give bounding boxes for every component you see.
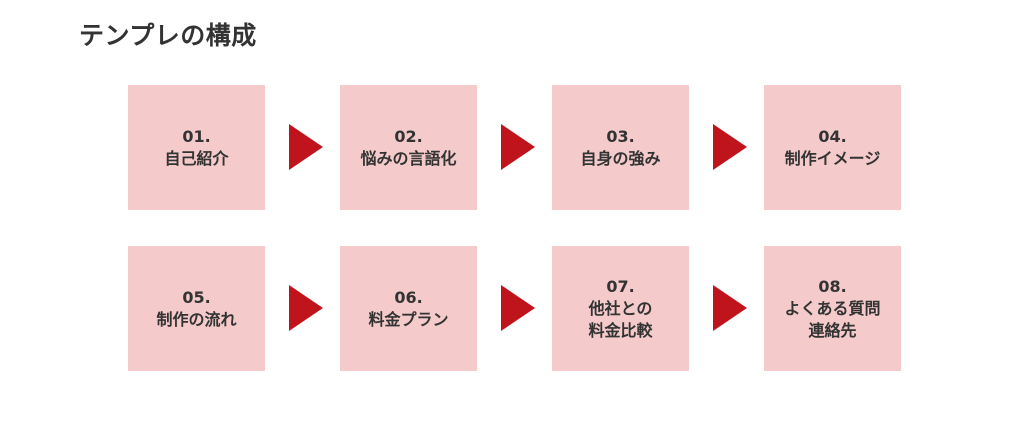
step-card-01: 01. 自己紹介 [128, 85, 265, 210]
step-card-07: 07. 他社との 料金比較 [552, 246, 689, 371]
arrow-right-icon [501, 124, 535, 170]
arrow-right-icon [289, 285, 323, 331]
page-title: テンプレの構成 [79, 21, 257, 50]
step-card-05: 05. 制作の流れ [128, 246, 265, 371]
arrow-right-icon [289, 124, 323, 170]
arrow-right-icon [713, 285, 747, 331]
step-label: 制作の流れ [156, 309, 237, 329]
step-number: 05. [182, 287, 211, 307]
step-label: 料金比較 [588, 320, 653, 340]
step-label: 制作イメージ [784, 148, 881, 168]
step-label: よくある質問 [784, 298, 881, 318]
step-number: 06. [394, 287, 423, 307]
step-label: 自身の強み [580, 148, 661, 168]
step-number: 08. [818, 276, 847, 296]
step-label: 連絡先 [808, 320, 857, 340]
step-number: 04. [818, 126, 847, 146]
arrow-right-icon [501, 285, 535, 331]
step-number: 01. [182, 126, 211, 146]
step-card-08: 08. よくある質問 連絡先 [764, 246, 901, 371]
step-card-06: 06. 料金プラン [340, 246, 477, 371]
step-number: 07. [606, 276, 635, 296]
step-label: 料金プラン [368, 309, 449, 329]
step-card-02: 02. 悩みの言語化 [340, 85, 477, 210]
arrow-right-icon [713, 124, 747, 170]
step-label: 自己紹介 [164, 148, 229, 168]
step-number: 02. [394, 126, 423, 146]
step-label: 他社との [588, 298, 653, 318]
step-card-03: 03. 自身の強み [552, 85, 689, 210]
step-number: 03. [606, 126, 635, 146]
step-label: 悩みの言語化 [360, 148, 457, 168]
step-card-04: 04. 制作イメージ [764, 85, 901, 210]
